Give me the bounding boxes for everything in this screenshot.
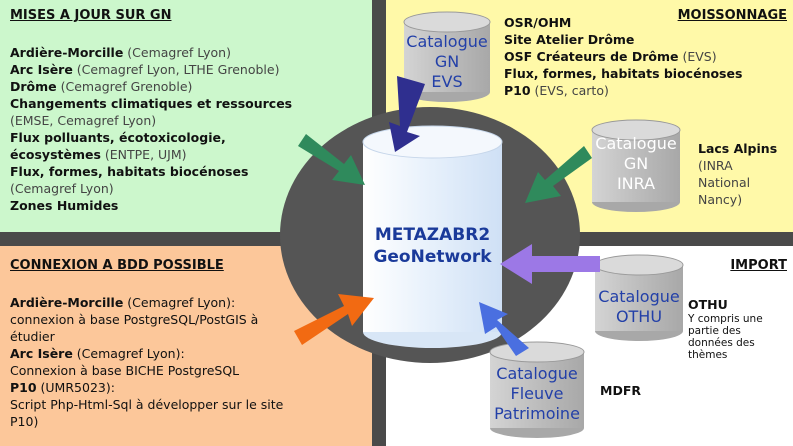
list-item: Flux, formes, habitats biocénoses <box>10 164 249 179</box>
catalogue-gn-inra-label: Catalogue GN INRA <box>595 134 677 193</box>
arrow-mises-a-jour <box>298 134 365 185</box>
mises-a-jour-list: Ardière-Morcille (Cemagref Lyon) Arc Isè… <box>10 44 360 214</box>
arrow-gn-evs <box>389 76 425 152</box>
list-item: P10 (UMR5023): <box>10 380 115 395</box>
list-item: Flux polluants, écotoxicologie, <box>10 130 226 145</box>
catalogue-othu-cylinder <box>594 254 684 341</box>
list-item: P10) <box>10 414 39 429</box>
list-item: connexion à base PostgreSQL/PostGIS à <box>10 312 259 327</box>
mdfr-label: MDFR <box>600 383 641 398</box>
list-item: (EMSE, Cemagref Lyon) <box>10 113 157 128</box>
catalogue-gn-evs-cylinder <box>403 11 491 102</box>
connexion-title: CONNEXION A BDD POSSIBLE <box>10 258 224 273</box>
catalogue-fleuve-cylinder <box>489 341 585 438</box>
list-item: écosystèmes (ENTPE, UJM) <box>10 147 187 162</box>
lacs-alpins-title: Lacs Alpins <box>698 141 778 156</box>
mises-a-jour-title: MISES A JOUR SUR GN <box>10 8 172 23</box>
connexion-list: Ardière-Morcille (Cemagref Lyon): connex… <box>10 294 360 430</box>
catalogue-othu-label: Catalogue OTHU <box>598 287 680 326</box>
list-item: Changements climatiques et ressources <box>10 96 293 111</box>
arrow-gn-inra <box>525 146 592 203</box>
list-item: Ardière-Morcille (Cemagref Lyon) <box>10 45 231 60</box>
list-item: Drôme (Cemagref Grenoble) <box>10 79 193 94</box>
moissonnage-title: MOISSONNAGE <box>677 8 787 23</box>
metazabr-cylinder <box>362 125 503 348</box>
center-subtitle: GeoNetwork <box>373 247 492 267</box>
import-title: IMPORT <box>730 258 787 273</box>
arrow-othu <box>500 244 600 284</box>
list-item: Arc Isère (Cemagref Lyon): <box>10 346 185 361</box>
lacs-alpins-block: Lacs Alpins (INRA National Nancy) <box>698 140 788 208</box>
arrow-fleuve <box>479 302 529 356</box>
catalogue-fleuve-label: Catalogue Fleuve Patrimoine <box>494 364 580 423</box>
list-item: Script Php-Html-Sql à développer sur le … <box>10 397 284 412</box>
center-title: METAZABR2 <box>374 225 491 245</box>
list-item: (Cemagref Lyon) <box>10 181 114 196</box>
list-item: Ardière-Morcille (Cemagref Lyon): <box>10 295 236 310</box>
arrow-connexion <box>294 294 374 345</box>
list-item: Site Atelier Drôme <box>504 32 635 47</box>
center-label: METAZABR2 GeoNetwork <box>363 224 502 268</box>
catalogue-gn-evs-label: Catalogue GN EVS <box>406 32 488 91</box>
othu-block: OTHU Y compris une partie des données de… <box>688 296 788 361</box>
moissonnage-list: OSR/OHM Site Atelier Drôme OSF Créateurs… <box>504 14 784 99</box>
othu-title: OTHU <box>688 297 728 312</box>
list-item: P10 (EVS, carto) <box>504 83 609 98</box>
list-item: Zones Humides <box>10 198 119 213</box>
list-item: Arc Isère (Cemagref Lyon, LTHE Grenoble) <box>10 62 280 77</box>
list-item: OSF Créateurs de Drôme (EVS) <box>504 49 717 64</box>
catalogue-gn-inra-cylinder <box>591 119 681 212</box>
list-item: étudier <box>10 329 55 344</box>
list-item: Connexion à base BICHE PostgreSQL <box>10 363 240 378</box>
list-item: Flux, formes, habitats biocénoses <box>504 66 743 81</box>
list-item: OSR/OHM <box>504 15 572 30</box>
